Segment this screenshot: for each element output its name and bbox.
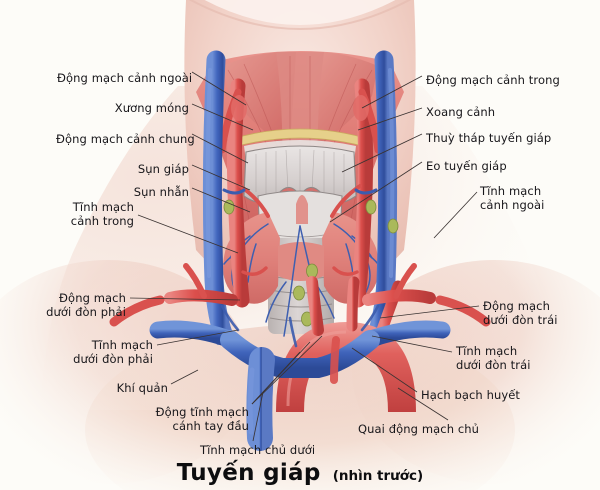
label-dong-mach-canh-trong: Động mạch cảnh trong — [426, 73, 560, 87]
label-tinh-mach-chu-duoi: Tĩnh mạch chủ dưới — [200, 443, 316, 457]
label-sun-giap: Sụn giáp — [137, 162, 189, 176]
label-dong-mach-duoi-don-phai: Động mạch dưới đòn phải — [46, 291, 126, 319]
label-dong-mach-duoi-don-trai: Động mạch dưới đòn trái — [483, 299, 558, 327]
label-dong-mach-canh-ngoai: Động mạch cảnh ngoài — [57, 71, 193, 85]
label-dong-tinh-mach-canh-tay-dau: Động tĩnh mạch cánh tay đầu — [155, 405, 249, 433]
label-khi-quan: Khí quản — [116, 381, 168, 395]
page-title: Tuyến giáp — [176, 460, 321, 486]
label-xoang-canh: Xoang cảnh — [426, 105, 496, 119]
label-eo-tuyen-giap: Eo tuyến giáp — [426, 159, 507, 173]
label-quai-dong-mach-chu: Quai động mạch chủ — [358, 422, 480, 436]
label-dong-mach-canh-chung: Động mạch cảnh chung — [56, 132, 195, 146]
label-xuong-mong: Xương móng — [114, 101, 189, 115]
label-tinh-mach-canh-trong: Tĩnh mạch cảnh trong — [70, 200, 134, 228]
label-sun-nhan: Sụn nhẫn — [133, 185, 189, 199]
figure-caption: Tuyến giáp (nhìn trước) — [0, 460, 600, 486]
label-hach-bach-huyet: Hạch bạch huyết — [421, 388, 521, 402]
label-tinh-mach-duoi-don-phai: Tĩnh mạch dưới đòn phải — [73, 338, 153, 366]
label-tinh-mach-canh-ngoai: Tĩnh mạch cảnh ngoài — [480, 184, 545, 212]
label-tinh-mach-duoi-don-trai: Tĩnh mạch dưới đòn trái — [456, 344, 531, 372]
figure-subtitle: (nhìn trước) — [332, 468, 424, 484]
label-thuy-thap-tuyen-giap: Thuỳ tháp tuyến giáp — [426, 131, 552, 145]
